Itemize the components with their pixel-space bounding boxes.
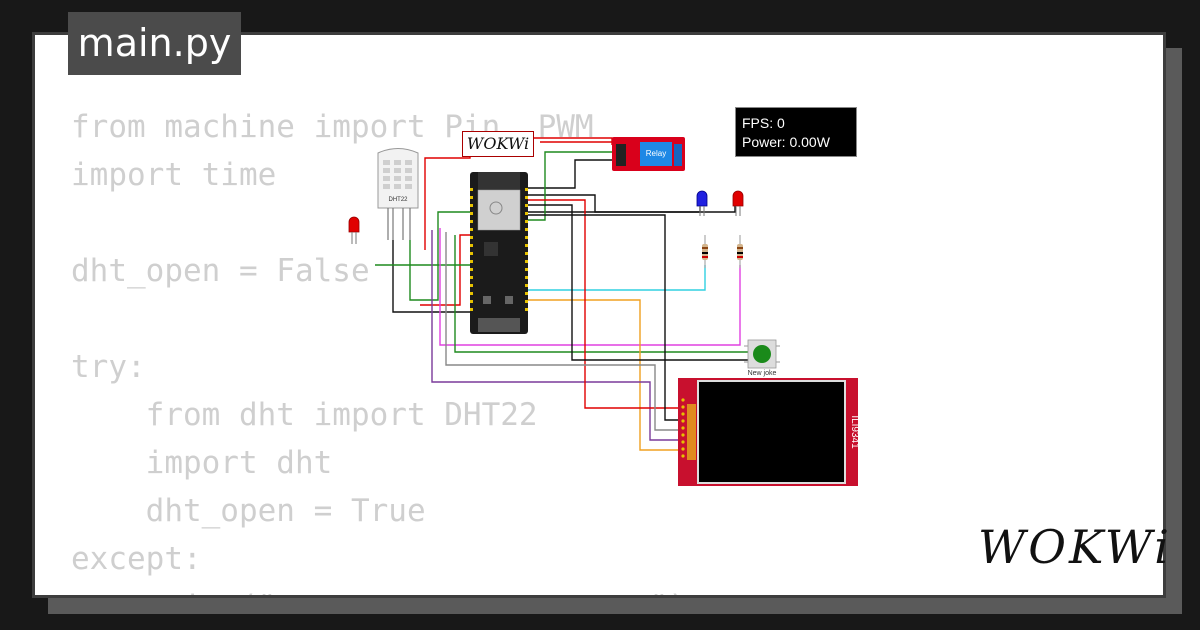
wire-orange [528,299,680,451]
dht-label: DHT22 [388,197,408,203]
code-background: from machine import Pin, PWM import time d… [71,103,687,595]
code-line: from machine import Pin, PWM [71,109,594,145]
relay-label: Relay [646,149,666,158]
power-readout: Power: 0.00W [742,134,830,150]
wire-magenta [439,228,741,346]
wire-red [528,199,680,409]
code-line: import time [71,157,277,193]
relay-module[interactable]: Relay [612,137,685,171]
wire-purple [431,230,680,441]
led-blue[interactable] [696,190,708,216]
espressif-logo-icon [489,201,503,215]
simulation-stats: FPS: 0 Power: 0.00W [735,107,857,157]
led-red-right[interactable] [732,190,744,216]
project-card: from machine import Pin, PWM import time d… [32,32,1166,598]
wire-black [528,204,748,361]
code-line: try: [71,349,146,385]
resistor-left [702,235,708,268]
board-badge: WOKWi [462,131,534,157]
new-joke-button[interactable]: New joke [744,339,780,377]
code-line: from dht import DHT22 [71,397,538,433]
wire-black [528,205,701,213]
resistor-right [737,235,743,268]
wire-green [454,235,748,353]
wire-gray [445,232,680,431]
wire-green [409,211,470,301]
filename-tab[interactable]: main.py [68,12,241,75]
fps-readout: FPS: 0 [742,115,785,131]
code-line: dht_open = False [71,253,370,289]
code-line: dht_open = True [71,493,426,529]
dht22-sensor[interactable]: DHT22 [377,148,419,241]
button-label: New joke [748,370,777,377]
code-line: except: [71,541,202,577]
esp32-board[interactable] [470,172,528,334]
wire-cyan [528,265,706,291]
code-line: print("...... ...... ......") [71,583,687,595]
wire-black [528,214,680,421]
wire-black [392,240,470,313]
ili9341-display[interactable]: ILI9341 [678,378,860,486]
wire-red [420,234,470,306]
code-line: import dht [71,445,333,481]
display-label: ILI9341 [849,415,860,449]
led-red-left[interactable] [348,216,360,244]
wire-black [528,159,612,189]
wire-green [528,151,612,221]
wokwi-logo: WOKWi [978,520,1172,574]
